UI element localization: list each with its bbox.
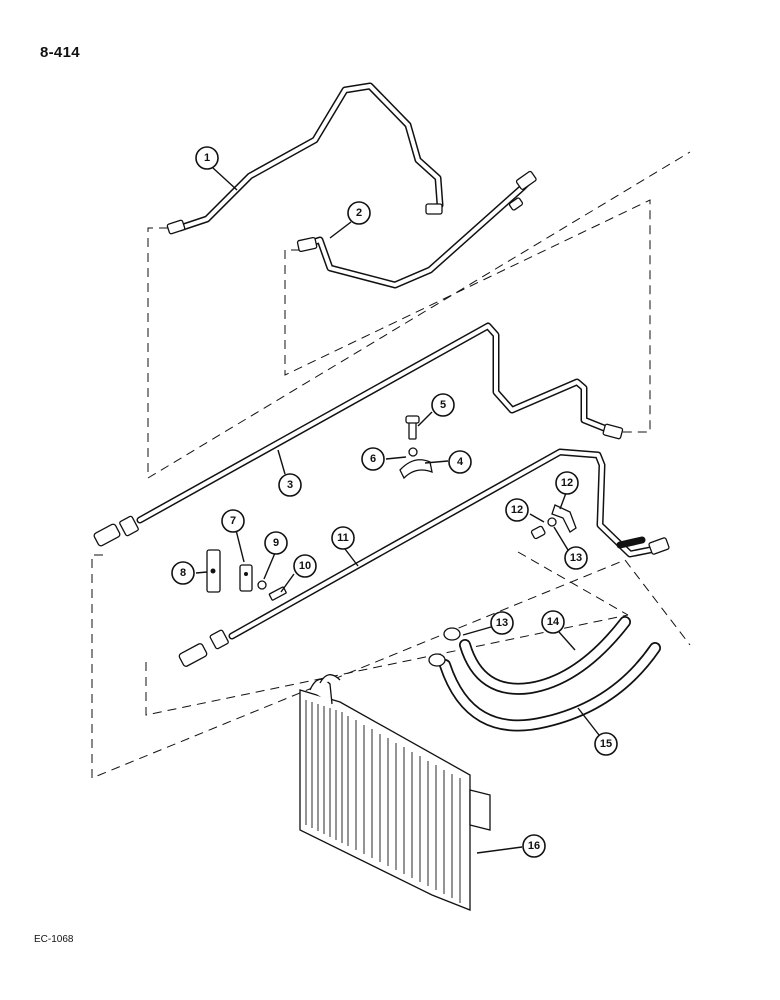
callout-4-label: 13	[496, 617, 508, 629]
part-14-bracket	[551, 504, 577, 533]
part-16-bolt	[530, 525, 546, 540]
callout-9: 2	[347, 201, 371, 225]
part-2-hose	[439, 642, 661, 732]
callout-16-label: 12	[511, 504, 523, 516]
callout-8-label: 7	[230, 515, 236, 527]
callout-9-label: 2	[356, 207, 362, 219]
figure-code: EC-1068	[34, 934, 74, 945]
callout-14: 12	[555, 471, 579, 495]
part-8-plate	[239, 564, 253, 592]
callout-13-lower: 9	[264, 531, 288, 555]
cooler-fins	[305, 700, 461, 903]
part-10-steel-line	[166, 82, 444, 235]
callout-15-label: 13	[570, 552, 582, 564]
page-number: 8-414	[40, 44, 80, 61]
part-13-nut-upper	[408, 447, 418, 457]
callout-2: 15	[594, 732, 618, 756]
part-15-washer	[547, 517, 557, 527]
callout-16: 12	[505, 498, 529, 522]
callout-3-label: 14	[547, 616, 560, 628]
callout-3: 14	[541, 610, 565, 634]
part-13-nut-lower	[257, 580, 267, 590]
callout-7-label: 11	[337, 532, 349, 544]
callout-12-lower-label: 10	[299, 560, 311, 572]
callout-7: 11	[331, 526, 355, 550]
part-5-clamp	[399, 459, 433, 480]
callout-8: 7	[221, 509, 245, 533]
callout-12-upper-label: 5	[440, 399, 446, 411]
callout-14-label: 12	[561, 477, 573, 489]
callout-6: 3	[278, 473, 302, 497]
callout-13-upper-label: 6	[370, 453, 376, 465]
callout-15: 13	[564, 546, 588, 570]
callout-5: 4	[448, 450, 472, 474]
part-3-hose	[459, 616, 631, 695]
callout-10: 1	[195, 146, 219, 170]
callout-6-label: 3	[287, 479, 293, 491]
part-1-oil-cooler	[299, 674, 491, 911]
callout-1-label: 16	[528, 840, 540, 852]
callout-10-label: 1	[204, 152, 210, 164]
callout-12-lower: 10	[293, 554, 317, 578]
part-9-steel-line	[296, 170, 537, 289]
callout-1: 16	[522, 834, 546, 858]
callout-13-lower-label: 9	[273, 537, 279, 549]
callout-4: 13	[490, 611, 514, 635]
callout-11: 8	[171, 561, 195, 585]
callout-2-label: 15	[600, 738, 612, 750]
leader-lines	[195, 167, 600, 854]
part-4-hose-clamp	[428, 627, 461, 667]
part-6-steel-line	[93, 322, 624, 547]
part-12-bolt-upper	[405, 415, 420, 440]
callout-5-label: 4	[457, 456, 464, 468]
callout-11-label: 8	[180, 567, 186, 579]
callout-13-upper: 6	[361, 447, 385, 471]
callout-12-upper: 5	[431, 393, 455, 417]
part-11-plate	[206, 549, 221, 593]
part-7-steel-line	[178, 448, 670, 667]
